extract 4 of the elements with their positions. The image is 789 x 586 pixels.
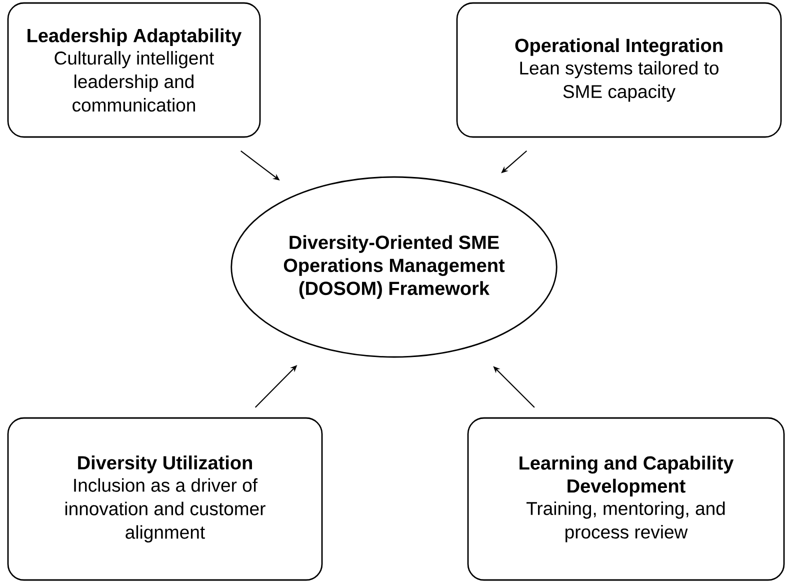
component-box: Diversity Utilization Inclusion as a driver of innovation and customer alignment [7,417,323,581]
component-box: Learning and Capability Development Training, mentoring, and process review [467,417,785,581]
component-box: Leadership Adaptability Culturally intelligent leadership and communication [7,2,261,138]
component-box: Operational Integration Lean systems tailored to SME capacity [456,2,782,138]
